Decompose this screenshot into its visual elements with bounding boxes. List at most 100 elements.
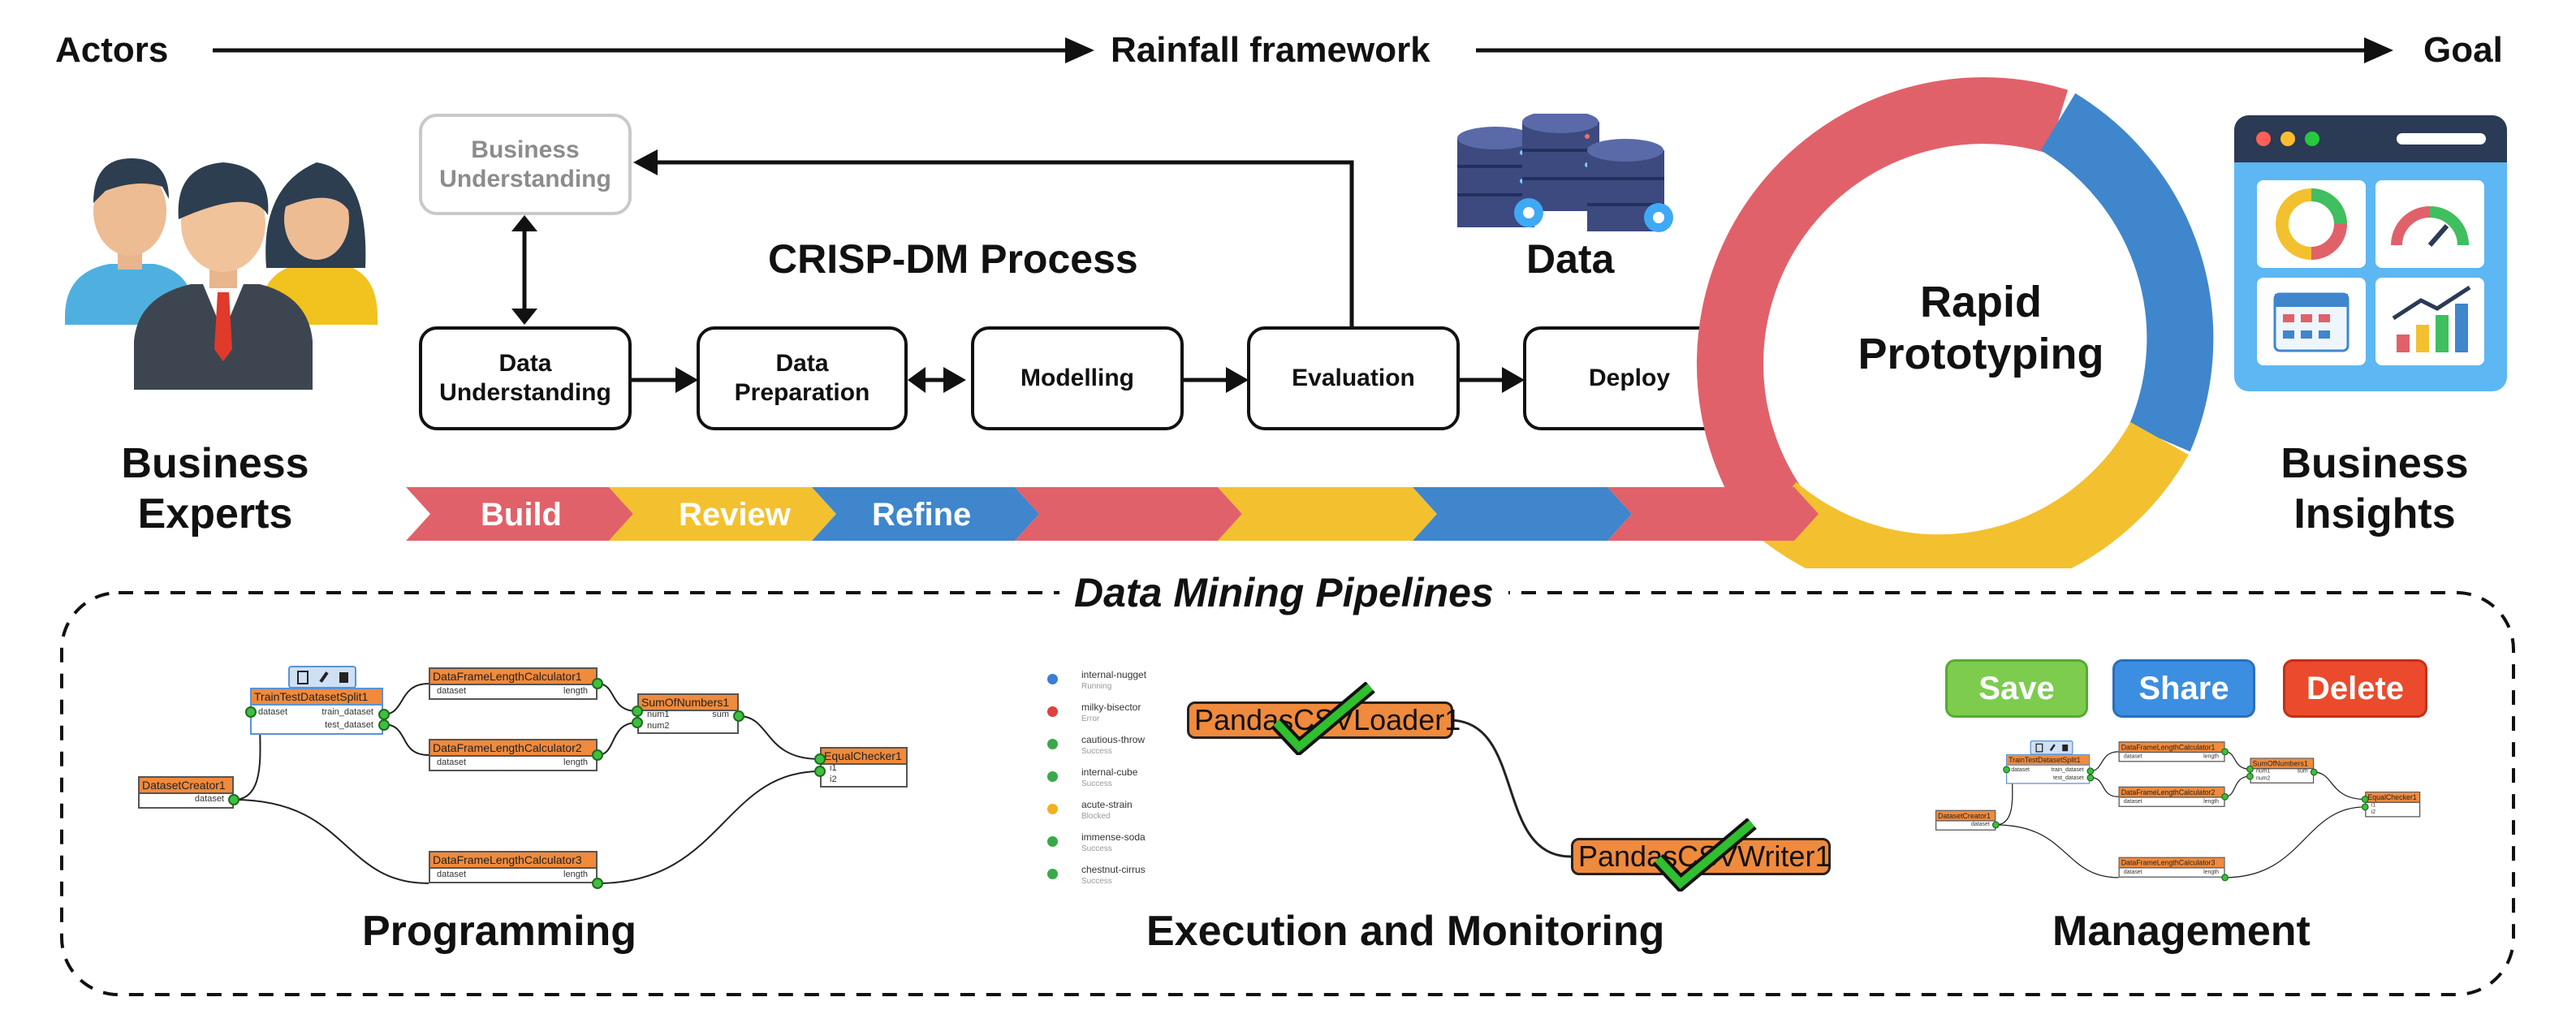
header-framework: Rainfall framework: [1111, 30, 1430, 70]
node-dataset-creator[interactable]: DatasetCreator1 dataset: [1935, 809, 1996, 831]
port-creator-out[interactable]: [228, 794, 239, 805]
port-label: length: [2203, 869, 2220, 875]
node-length-calc-2[interactable]: DataFrameLengthCalculator2 dataset lengt…: [2118, 786, 2225, 807]
pipelines-title: Data Mining Pipelines: [1059, 568, 1508, 617]
rapid-line1: Rapid: [1919, 278, 2042, 326]
header-arrows: [213, 37, 2393, 63]
port-eq-in2[interactable]: [814, 766, 826, 777]
node-length-calc-3[interactable]: DataFrameLengthCalculator3 dataset lengt…: [2118, 857, 2225, 878]
run-status: Running: [1081, 682, 1112, 691]
port-len1-out[interactable]: [592, 678, 603, 689]
node-sum-of-numbers[interactable]: SumOfNumbers1 num1 num2 sum: [637, 693, 739, 734]
port-split-out1[interactable]: [378, 709, 390, 720]
node-toolbar: [2030, 740, 2073, 755]
port-split-in[interactable]: [2003, 766, 2010, 774]
port-sum-in2[interactable]: [2246, 772, 2254, 780]
port-label: dataset: [2123, 753, 2142, 760]
management-graph: DatasetCreator1 dataset TrainTestDataset…: [1935, 740, 2427, 883]
node-train-test-split[interactable]: TrainTestDatasetSplit1 dataset train_dat…: [2005, 754, 2091, 784]
database-icon: [1457, 114, 1673, 232]
check-icon: [1271, 682, 1375, 755]
port-len3-out[interactable]: [2221, 874, 2229, 882]
programming-graph: DatasetCreator1 dataset TrainTestDataset…: [138, 666, 917, 893]
port-label: num1: [2256, 768, 2271, 775]
copy-icon[interactable]: [296, 670, 309, 684]
port-label: length: [2203, 753, 2220, 760]
run-name: cautious-throw: [1081, 734, 1146, 745]
node-dataset-creator[interactable]: DatasetCreator1 dataset: [138, 776, 234, 809]
port-label: dataset: [2011, 766, 2030, 773]
delete-icon[interactable]: [2061, 744, 2068, 751]
rapid-line2: Prototyping: [1858, 330, 2104, 378]
port-len2-out[interactable]: [592, 749, 603, 761]
port-len1-out[interactable]: [2221, 748, 2229, 756]
port-len3-out[interactable]: [592, 878, 603, 889]
run-status: Success: [1081, 747, 1112, 756]
port-label: i1: [2371, 801, 2376, 809]
header-actors: Actors: [55, 30, 169, 70]
port-label: dataset: [2123, 869, 2142, 875]
port-split-out2[interactable]: [2086, 774, 2095, 782]
node-title: DataFrameLengthCalculator3: [430, 852, 596, 869]
node-length-calc-3[interactable]: DataFrameLengthCalculator3 dataset lengt…: [429, 851, 598, 883]
port-creator-out[interactable]: [1991, 821, 2000, 829]
port-sum-out[interactable]: [733, 710, 744, 722]
node-train-test-split[interactable]: TrainTestDatasetSplit1 dataset train_dat…: [250, 688, 383, 735]
port-sum-in1[interactable]: [2246, 765, 2254, 773]
node-title: DatasetCreator1: [1936, 810, 1996, 822]
run-status: Blocked: [1081, 812, 1111, 821]
insights-line1: Business: [2280, 440, 2469, 487]
port-label: train_dataset: [2051, 766, 2084, 773]
port-label: dataset: [437, 870, 467, 879]
port-label: dataset: [437, 686, 467, 696]
delete-button[interactable]: Delete: [2283, 659, 2427, 718]
node-length-calc-1[interactable]: DataFrameLengthCalculator1 dataset lengt…: [429, 667, 598, 700]
management-label: Management: [2052, 908, 2311, 955]
rapid-prototyping-label: Rapid Prototyping: [1810, 276, 2151, 380]
share-button[interactable]: Share: [2112, 659, 2255, 718]
edit-icon[interactable]: [2049, 744, 2056, 752]
node-length-calc-1[interactable]: DataFrameLengthCalculator1 dataset lengt…: [2118, 741, 2225, 762]
node-equal-checker[interactable]: EqualChecker1 i1 i2: [2365, 792, 2421, 818]
port-len2-out[interactable]: [2221, 792, 2229, 801]
edit-icon[interactable]: [318, 671, 329, 683]
node-sum-of-numbers[interactable]: SumOfNumbers1 num1 num2 sum: [2250, 758, 2315, 783]
evaluation-box: Evaluation: [1247, 326, 1460, 430]
node-title: DataFrameLengthCalculator1: [430, 669, 596, 685]
dp-line1: Data: [775, 350, 829, 377]
evaluation-label: Evaluation: [1292, 365, 1415, 391]
status-dot: [1047, 739, 1058, 749]
port-sum-out[interactable]: [2310, 768, 2318, 776]
deploy-label: Deploy: [1588, 365, 1671, 391]
node-equal-checker[interactable]: EqualChecker1 i1 i2: [820, 747, 908, 788]
status-dot: [1047, 674, 1058, 684]
check-icon: [1652, 818, 1757, 891]
port-eq-in1[interactable]: [2361, 796, 2369, 803]
port-eq-in2[interactable]: [2361, 803, 2369, 811]
run-name: chestnut-cirrus: [1081, 864, 1146, 875]
node-title: TrainTestDatasetSplit1: [2007, 755, 2089, 766]
port-label: i1: [830, 763, 837, 773]
exec-edge: [1448, 719, 1572, 858]
band-refine: Refine: [872, 497, 972, 533]
experts-line2: Experts: [137, 490, 293, 537]
node-title: DatasetCreator1: [140, 778, 232, 794]
port-label: sum: [712, 710, 729, 719]
port-sum-in2[interactable]: [632, 717, 643, 728]
port-eq-in1[interactable]: [814, 753, 826, 765]
save-button[interactable]: Save: [1945, 659, 2088, 718]
port-label: test_dataset: [2052, 775, 2084, 781]
run-name: milky-bisector: [1081, 701, 1141, 713]
delete-icon[interactable]: [339, 671, 348, 683]
port-label: num2: [647, 721, 670, 731]
node-title: DataFrameLengthCalculator1: [2119, 742, 2224, 753]
node-title: DataFrameLengthCalculator2: [430, 740, 596, 757]
node-title: SumOfNumbers1: [639, 695, 737, 711]
port-split-in[interactable]: [245, 706, 257, 718]
copy-icon[interactable]: [2035, 743, 2043, 753]
port-split-out2[interactable]: [378, 719, 390, 731]
status-dot: [1047, 771, 1058, 782]
node-length-calc-2[interactable]: DataFrameLengthCalculator2 dataset lengt…: [429, 739, 598, 771]
port-sum-in1[interactable]: [632, 706, 643, 717]
